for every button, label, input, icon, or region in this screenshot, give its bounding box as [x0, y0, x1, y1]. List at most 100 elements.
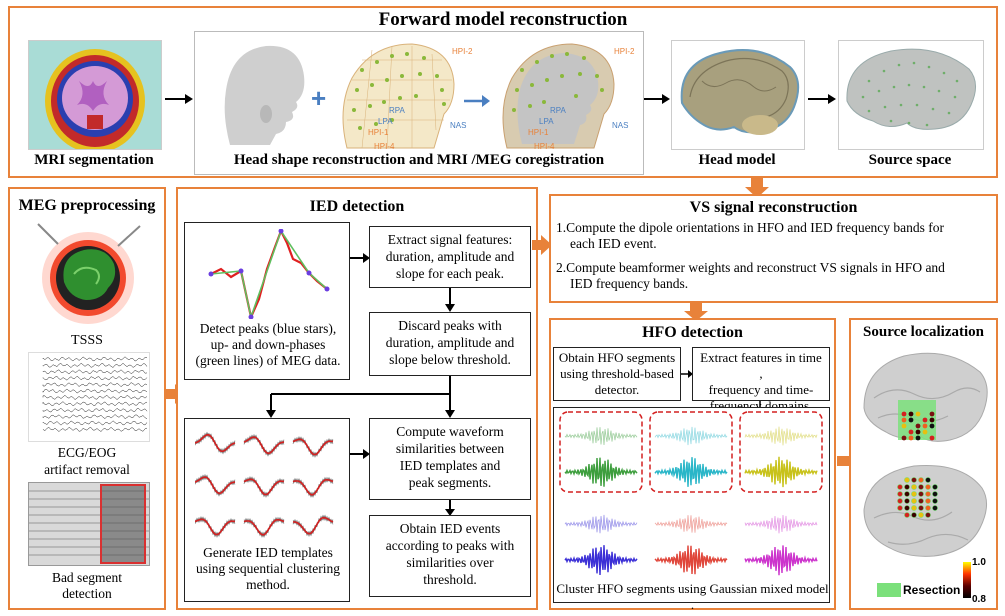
obtain-line-3: similarities over [406, 555, 494, 570]
label-lpa-b: LPA [539, 117, 554, 126]
meg-trace [42, 382, 148, 388]
arrow-hfo-obtain-to-extract [681, 370, 693, 378]
meg-trace [42, 420, 148, 426]
arrow-mri-to-coreg [165, 94, 193, 104]
meg-preprocessing-title: MEG preprocessing [18, 197, 156, 214]
resection-legend-swatch [877, 583, 901, 597]
meg-trace [42, 362, 148, 368]
tsss-caption: TSSS [71, 333, 103, 348]
compute-line-1: Compute waveform [396, 424, 504, 439]
bad-segment-caption-line2: detection [62, 586, 112, 601]
head-shape-image [200, 40, 310, 150]
coregistration-caption: Head shape reconstruction and MRI /MEG c… [233, 152, 605, 168]
peak-waveform-plot [208, 229, 330, 319]
peak-caption-3: (green lines) of MEG data. [195, 353, 341, 368]
arrow-peaks-to-extract [350, 253, 370, 263]
plus-sign: + [311, 83, 327, 113]
ied-template [195, 516, 236, 538]
obtain-ied-box: Obtain IED events according to peaks wit… [369, 515, 531, 597]
mri-segmentation-image [28, 40, 162, 150]
arrow-ied-to-vs [532, 235, 552, 255]
discard-line-1: Discard peaks with [398, 318, 502, 333]
resection-legend-label: Resection [903, 583, 961, 597]
compute-line-2: similarities between [395, 441, 505, 456]
label-hpi1-a: HPI-1 [368, 128, 389, 137]
meg-trace [42, 388, 148, 394]
obtain-line-1: Obtain IED events [399, 521, 501, 536]
ecg-eog-caption-line1: ECG/EOG [57, 445, 117, 460]
colorbar-max-label: 1.0 [972, 557, 986, 568]
meg-trace [42, 369, 148, 375]
label-rpa-b: RPA [550, 106, 566, 115]
head-model-caption: Head model [698, 152, 776, 168]
meg-trace [42, 401, 148, 407]
meg-trace [42, 394, 148, 400]
vs-step-2-line-2: IED frequency bands. [570, 276, 689, 291]
branch-connector [266, 376, 455, 418]
arrow-forward-to-vs [745, 178, 769, 198]
meg-trace [42, 356, 148, 362]
source-brain-image-2 [858, 458, 992, 578]
ied-detection-title: IED detection [309, 198, 405, 215]
hfo-cluster [739, 411, 823, 493]
ied-template [195, 431, 236, 455]
arrow-vs-to-hfo [684, 303, 708, 321]
ied-templates-grid [195, 431, 334, 538]
source-brain-image-1 [858, 348, 992, 458]
vs-step-1-line-1: 1.Compute the dipole orientations in HFO… [556, 220, 945, 235]
ied-template [243, 476, 285, 498]
hfo-extract-line-1: Extract features in time , [700, 350, 822, 381]
mri-segmentation-caption: MRI segmentation [34, 152, 154, 168]
label-nas-b: NAS [612, 121, 629, 130]
hfo-cluster [654, 515, 728, 575]
meg-trace [42, 414, 148, 419]
head-model-image [671, 40, 805, 150]
ecg-eog-caption-line2: artifact removal [44, 462, 130, 477]
forward-model-title: Forward model reconstruction [378, 9, 628, 30]
vs-reconstruction-panel [549, 194, 998, 303]
templates-caption-2: using sequential clustering [196, 561, 340, 576]
arrow-extract-to-discard [445, 288, 455, 312]
arrow-compute-to-obtain [445, 500, 455, 516]
hfo-cluster-box: Cluster HFO segments using Gaussian mixe… [553, 407, 830, 612]
ied-template [292, 476, 334, 498]
obtain-line-4: threshold. [423, 572, 477, 587]
ied-template [292, 514, 334, 538]
coregistration-image-2 [492, 40, 638, 152]
label-hpi2-a: HPI-2 [452, 47, 473, 56]
label-rpa-a: RPA [389, 106, 405, 115]
vs-reconstruction-title: VS signal reconstruction [689, 199, 858, 216]
colorbar [963, 562, 971, 598]
label-hpi1-b: HPI-1 [528, 128, 549, 137]
hfo-cluster-caption: Cluster HFO segments using Gaussian mixe… [556, 581, 829, 612]
hfo-obtain-line-3: detector. [594, 382, 640, 397]
bad-segment-caption-line1: Bad segment [51, 570, 123, 585]
arrow-templates-to-compute [350, 449, 370, 459]
peak-caption-1: Detect peaks (blue stars), [199, 321, 337, 336]
hfo-cluster-plots [559, 411, 823, 576]
compute-similarity-box: Compute waveform similarities between IE… [369, 418, 531, 500]
meg-trace [42, 375, 148, 381]
peak-detection-box: Detect peaks (blue stars), up- and down-… [184, 222, 350, 380]
vs-step-2-line-1: 2.Compute beamformer weights and reconst… [556, 260, 945, 275]
hfo-extract-line-2: frequency and time- [708, 382, 814, 397]
arrow-coreg-to-headmodel [644, 94, 670, 104]
colorbar-min-label: 0.8 [972, 594, 986, 605]
hfo-detection-title: HFO detection [642, 324, 743, 341]
bad-segment-image [28, 482, 150, 566]
arrow-blue-coreg [464, 95, 490, 107]
hfo-cluster [744, 514, 818, 576]
arrow-headmodel-to-sourcespace [808, 94, 836, 104]
extract-line-1: Extract signal features: [387, 232, 513, 247]
hfo-extract-box: Extract features in time , frequency and… [692, 347, 830, 413]
templates-caption-1: Generate IED templates [203, 545, 333, 560]
meg-trace [42, 426, 148, 432]
label-hpi4-b: HPI-4 [534, 142, 555, 151]
hfo-obtain-line-2: using threshold-based [560, 366, 674, 381]
hfo-cluster [649, 411, 733, 493]
discard-line-3: slope below threshold. [389, 352, 511, 367]
ied-templates-box: Generate IED templates using sequential … [184, 418, 350, 602]
obtain-hfo-box: Obtain HFO segments using threshold-base… [553, 347, 681, 401]
ied-template [243, 433, 285, 457]
label-hpi2-b: HPI-2 [614, 47, 635, 56]
